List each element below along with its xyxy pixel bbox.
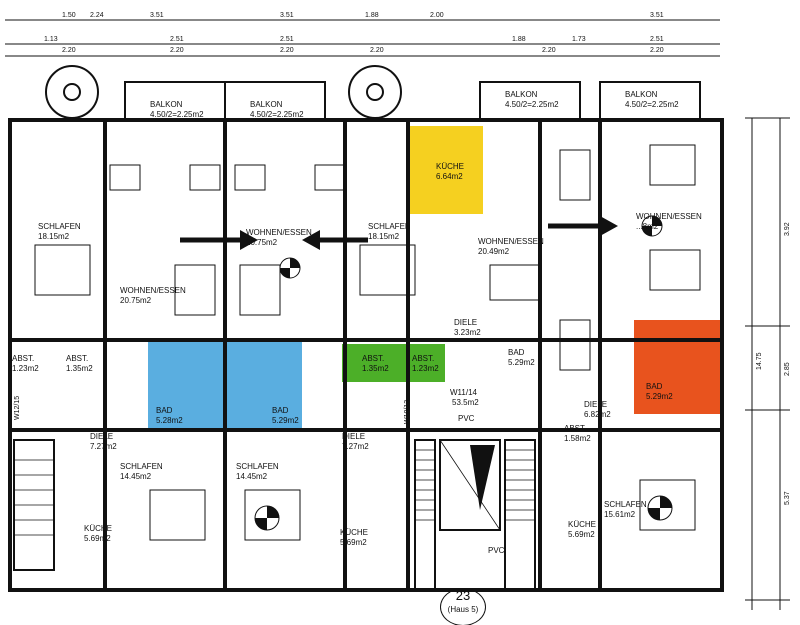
dim-low-1: 2.20 [62,47,76,54]
pvc-label-1: PVC [458,414,475,423]
dim-top-1: 1.50 [62,12,76,19]
highlight-bad-orange [634,320,720,414]
house-sub: (Haus 5) [447,605,479,614]
dim-low-4: 2.20 [370,47,384,54]
house-number: 23 [455,588,471,603]
dim-top-5: 1.88 [365,12,379,19]
stair-label: W11/14 [450,388,477,397]
dim-low-2: 2.20 [170,47,184,54]
dim-right-4: 14.75 [756,352,763,370]
dim-mid-1: 1.13 [44,36,58,43]
room-abst-5: ABST.1.58m2 [564,424,591,443]
dim-right-1: 3.92 [784,222,791,236]
room-abst-2: ABST.1.35m2 [66,354,93,373]
dim-mid-3: 2.51 [280,36,294,43]
dim-mid-6: 2.51 [650,36,664,43]
room-abst-4: ABST.1.23m2 [412,354,439,373]
dim-top-7: 3.51 [650,12,664,19]
highlight-kueche-yellow [410,126,483,214]
stair-label-w10: W10/13 [404,399,411,424]
pvc-label-2: PVC [488,546,505,555]
dim-low-3: 2.20 [280,47,294,54]
dim-top-2: 2.24 [90,12,104,19]
dim-right-2: 2.85 [784,362,791,376]
highlight-abst-green [342,344,445,382]
dim-right-3: 5.37 [784,491,791,505]
dim-mid-2: 2.51 [170,36,184,43]
room-abst-3: ABST.1.35m2 [362,354,389,373]
dim-low-6: 2.20 [650,47,664,54]
room-wohnen-4: WOHNEN/ESSEN...8m2 [636,212,702,231]
dim-top-3: 3.51 [150,12,164,19]
dim-top-6: 2.00 [430,12,444,19]
room-abst-1: ABST.1.23m2 [12,354,39,373]
stair-label-w12: W12/15 [14,395,21,420]
dim-low-5: 2.20 [542,47,556,54]
stair-area: 53.5m2 [452,398,479,407]
dim-mid-5: 1.73 [572,36,586,43]
dim-top-4: 3.51 [280,12,294,19]
dim-mid-4: 1.88 [512,36,526,43]
house-number-badge: 23 (Haus 5) [440,588,486,625]
